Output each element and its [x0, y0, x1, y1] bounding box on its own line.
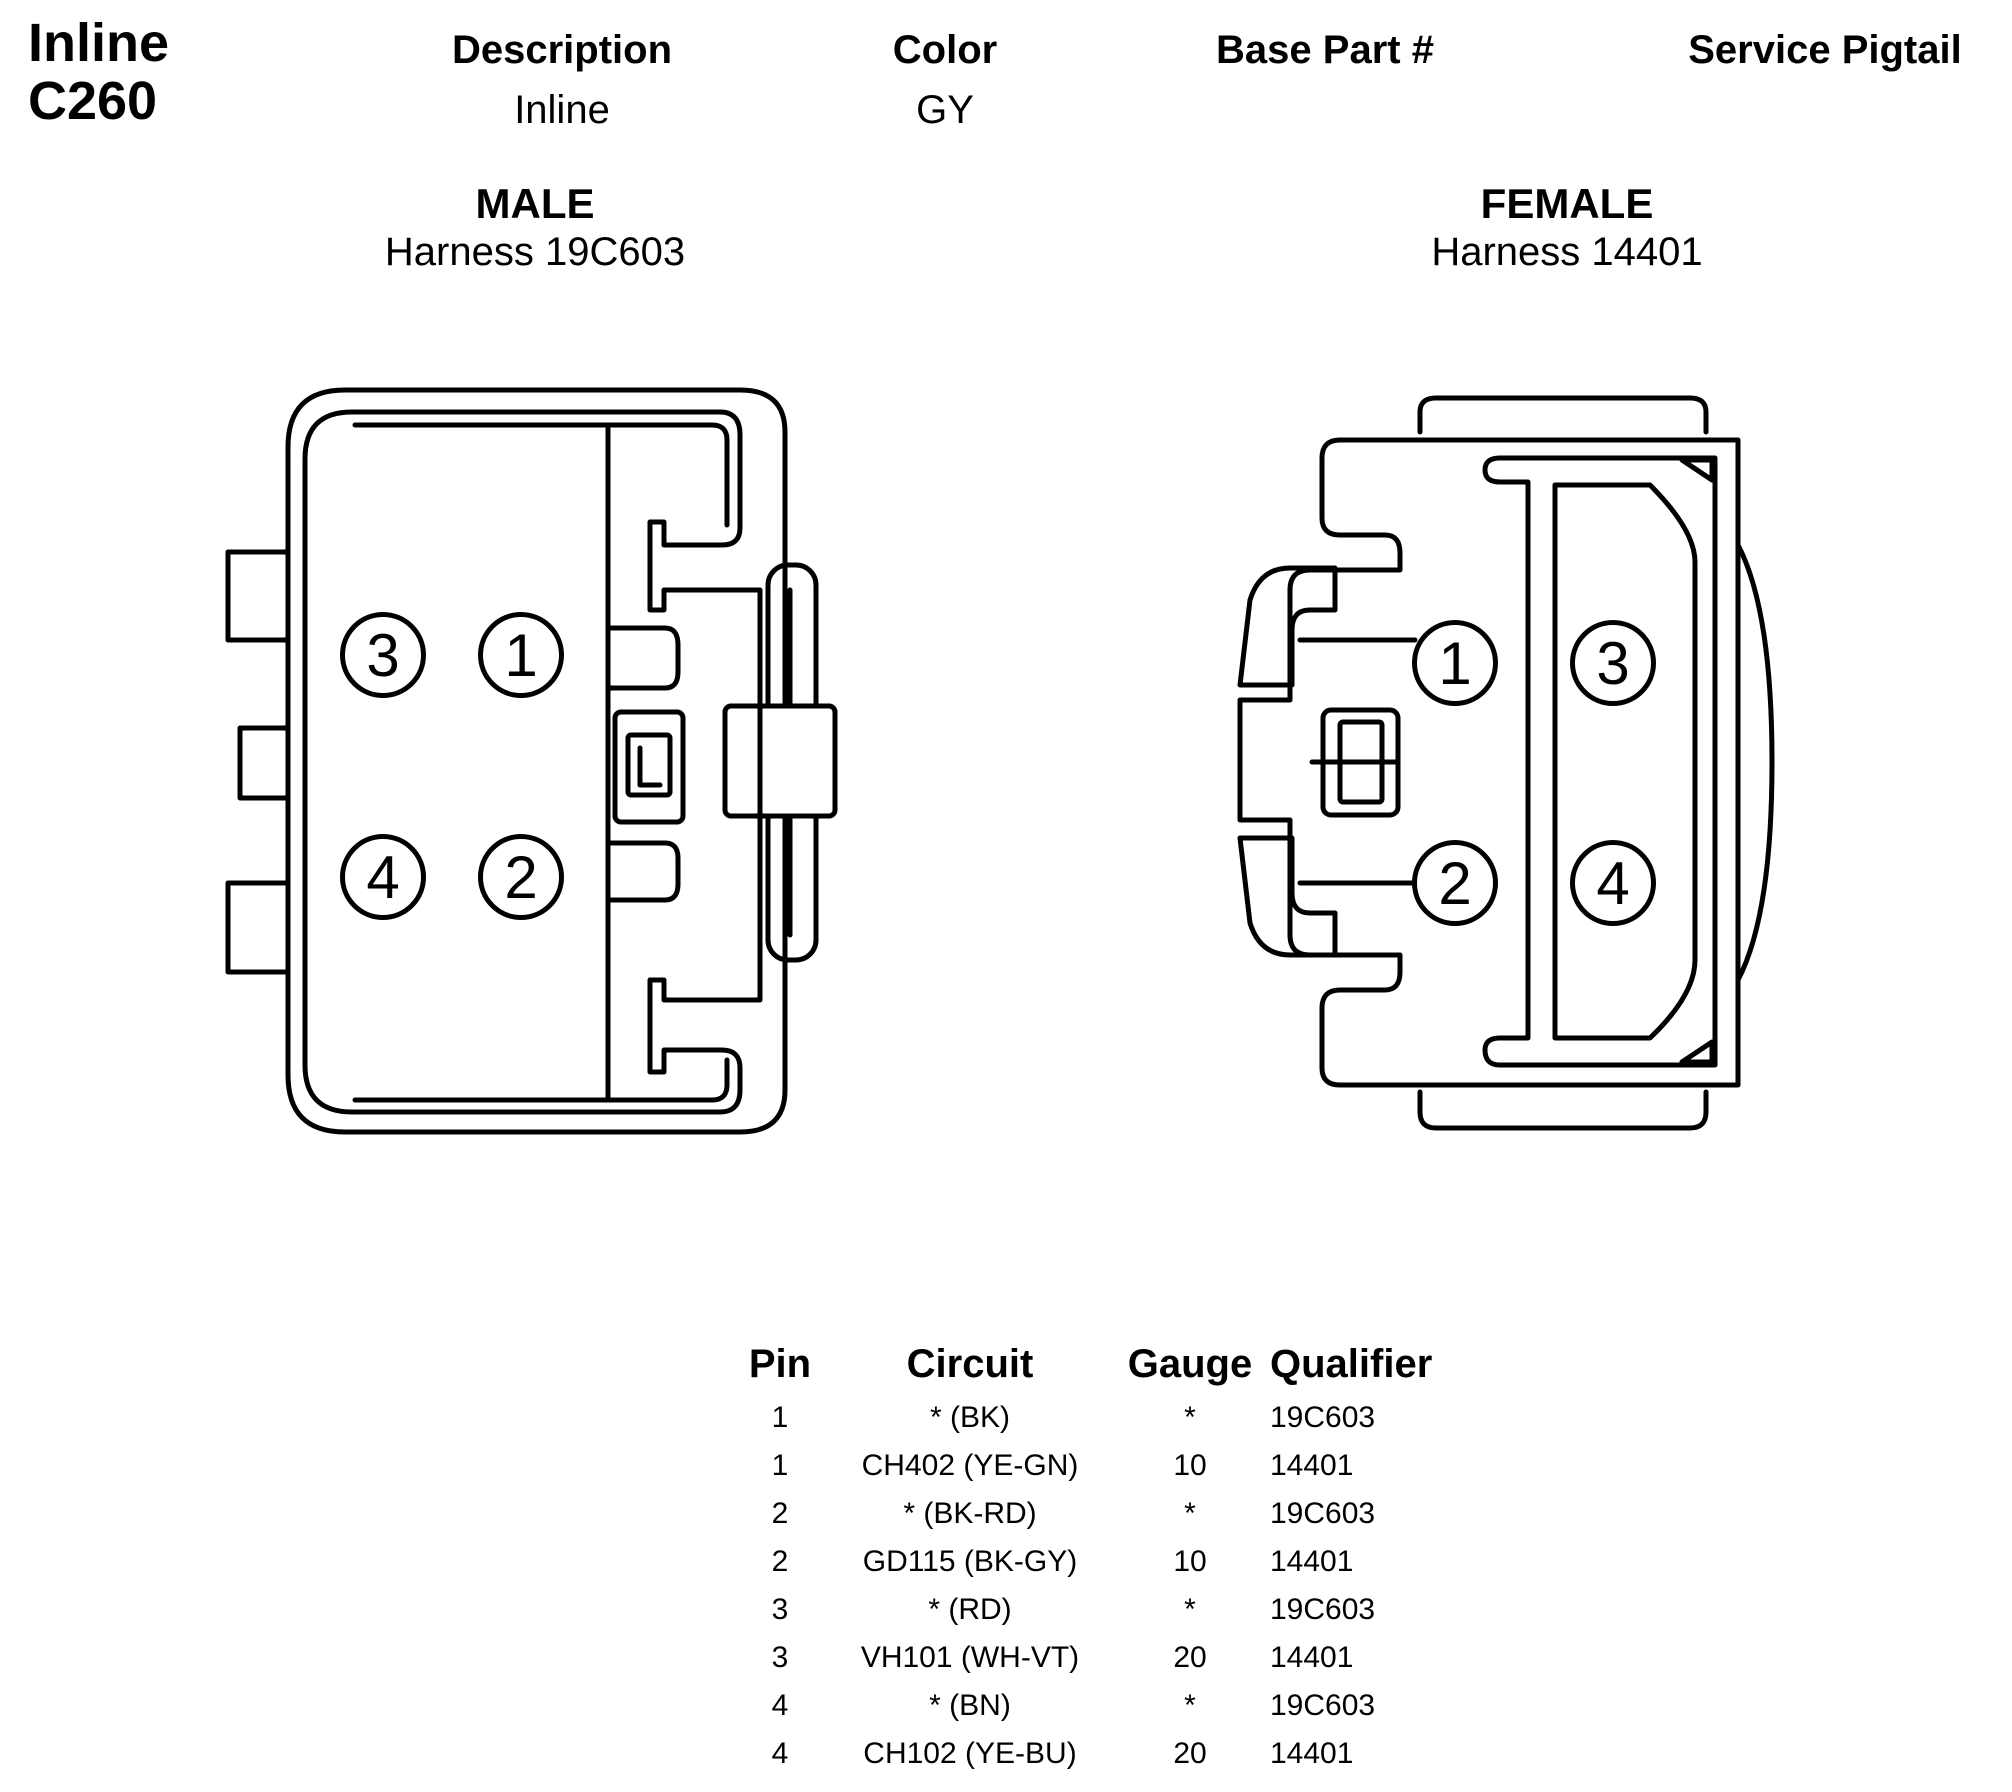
male-rib-upper: [605, 625, 681, 691]
male-rib-lower: [605, 840, 681, 903]
male-pin-3: 3: [340, 612, 426, 698]
male-lock-button: [722, 703, 838, 819]
table-row: 2 GD115 (BK-GY) 10 14401: [740, 1538, 1460, 1586]
female-heading: FEMALE Harness 14401: [1267, 180, 1867, 276]
female-right-rim: [1735, 542, 1775, 983]
pin-cell: 1: [771, 1449, 789, 1482]
female-bottom-tab: [1417, 1089, 1709, 1131]
male-center-latch: [612, 709, 686, 825]
male-pin-1: 1: [478, 612, 564, 698]
male-tab-top: [225, 549, 291, 643]
qualifier-header: Qualifier: [1270, 1342, 1433, 1386]
table-row: 3 * (RD) * 19C603: [740, 1586, 1460, 1634]
male-tab-middle: [237, 725, 291, 801]
base-part-column: Base Part #: [1115, 26, 1535, 86]
circuit-cell: * (BN): [929, 1689, 1011, 1722]
base-part-label: Base Part #: [1216, 28, 1434, 72]
circuit-cell: CH102 (YE-BU): [863, 1737, 1077, 1770]
gauge-cell: *: [1184, 1497, 1196, 1530]
male-housing-inner: [302, 409, 763, 1115]
male-gender-label: MALE: [475, 180, 595, 227]
pin-cell: 4: [771, 1737, 789, 1770]
color-column: Color GY: [735, 26, 1155, 134]
color-label: Color: [892, 28, 998, 72]
pin-cell: 3: [771, 1593, 789, 1626]
female-latch-lower: [1237, 835, 1338, 958]
gauge-cell: 20: [1173, 1641, 1207, 1674]
qualifier-cell: 19C603: [1270, 1689, 1376, 1722]
qualifier-cell: 14401: [1270, 1545, 1354, 1578]
female-pin-3: 3: [1570, 620, 1656, 706]
qualifier-cell: 19C603: [1270, 1593, 1376, 1626]
qualifier-cell: 14401: [1270, 1641, 1354, 1674]
circuit-cell: * (BK): [929, 1401, 1010, 1434]
table-row: 4 * (BN) * 19C603: [740, 1682, 1460, 1730]
service-pigtail-label: Service Pigtail: [1688, 28, 1962, 72]
female-harness-label: Harness 14401: [1431, 230, 1703, 274]
gauge-cell: *: [1184, 1593, 1196, 1626]
pin-cell: 1: [771, 1401, 789, 1434]
gauge-cell: 20: [1173, 1737, 1207, 1770]
pin-cell: 3: [771, 1641, 789, 1674]
circuit-cell: * (RD): [928, 1593, 1012, 1626]
male-housing-outer: [285, 387, 788, 1135]
male-housing-inner-2: [352, 422, 730, 528]
female-pin-2: 2: [1412, 840, 1498, 926]
male-pin-2: 2: [478, 834, 564, 920]
male-tab-bottom: [225, 880, 291, 975]
pinout-table: Pin Circuit Gauge Qualifier 1 * (BK) * 1…: [740, 1340, 1460, 1778]
qualifier-cell: 19C603: [1270, 1401, 1376, 1434]
female-corner-bottom: [1679, 1039, 1715, 1065]
female-inner-cavity: [1552, 482, 1698, 1041]
qualifier-cell: 14401: [1270, 1737, 1354, 1770]
gauge-cell: *: [1184, 1689, 1196, 1722]
pin-cell: 4: [771, 1689, 789, 1722]
gauge-cell: *: [1184, 1401, 1196, 1434]
circuit-cell: VH101 (WH-VT): [860, 1641, 1080, 1674]
table-row: 1 * (BK) * 19C603: [740, 1394, 1460, 1442]
pin-cell: 2: [771, 1545, 789, 1578]
male-pin-4: 4: [340, 834, 426, 920]
circuit-cell: * (BK-RD): [903, 1497, 1037, 1530]
pin-cell: 2: [771, 1497, 789, 1530]
gauge-header: Gauge: [1127, 1342, 1253, 1386]
description-label: Description: [451, 28, 673, 72]
female-corner-top: [1679, 457, 1715, 483]
service-pigtail-column: Service Pigtail: [1635, 26, 2012, 86]
female-pin-4: 4: [1570, 840, 1656, 926]
female-inner-channel: [1482, 455, 1718, 1068]
table-row: 4 CH102 (YE-BU) 20 14401: [740, 1730, 1460, 1778]
connector-id: Inline C260: [28, 14, 169, 130]
table-row: 2 * (BK-RD) * 19C603: [740, 1490, 1460, 1538]
pin-header: Pin: [748, 1342, 812, 1386]
color-value: GY: [916, 88, 974, 132]
gauge-cell: 10: [1173, 1449, 1207, 1482]
circuit-cell: CH402 (YE-GN): [861, 1449, 1079, 1482]
female-pin-1: 1: [1412, 620, 1498, 706]
female-latch-upper: [1237, 565, 1338, 688]
description-value: Inline: [514, 88, 610, 132]
connector-type: Inline: [28, 13, 170, 73]
description-column: Description Inline: [352, 26, 772, 134]
male-housing-inner-3: [352, 1057, 730, 1103]
male-heading: MALE Harness 19C603: [235, 180, 835, 276]
female-gender-label: FEMALE: [1480, 180, 1654, 227]
qualifier-cell: 14401: [1270, 1449, 1354, 1482]
female-top-tab: [1417, 395, 1709, 435]
table-row: 1 CH402 (YE-GN) 10 14401: [740, 1442, 1460, 1490]
pinout-header-row: Pin Circuit Gauge Qualifier: [740, 1340, 1460, 1394]
connector-number: C260: [28, 71, 158, 131]
male-harness-label: Harness 19C603: [384, 230, 686, 274]
table-row: 3 VH101 (WH-VT) 20 14401: [740, 1634, 1460, 1682]
circuit-header: Circuit: [906, 1342, 1034, 1386]
circuit-cell: GD115 (BK-GY): [862, 1545, 1078, 1578]
gauge-cell: 10: [1173, 1545, 1207, 1578]
female-housing-outer: [1237, 437, 1741, 1088]
male-center-latch-inner: [625, 732, 673, 798]
male-center-latch-detail: [637, 745, 663, 788]
qualifier-cell: 19C603: [1270, 1497, 1376, 1530]
